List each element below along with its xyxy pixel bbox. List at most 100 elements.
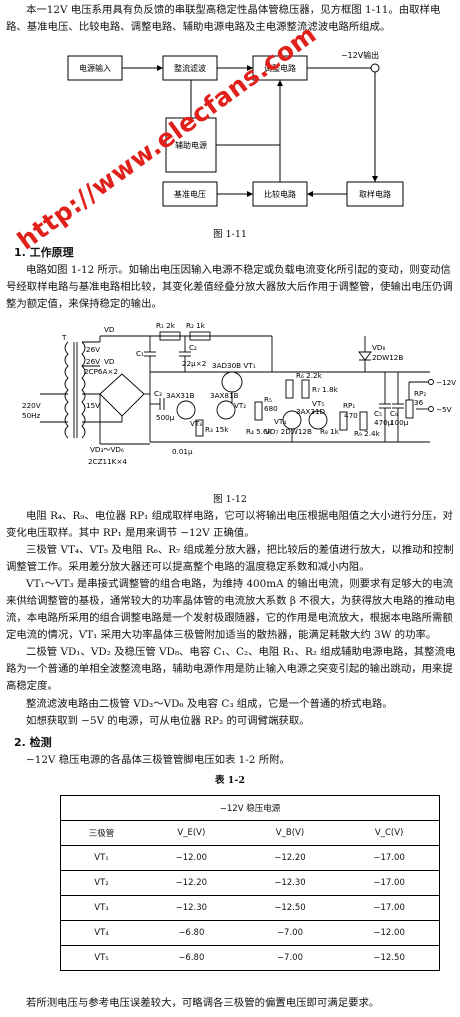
sch-q2: 3AX81B [210, 391, 239, 400]
paragraph-regulator: VT₁～VT₃ 是串接式调整管的组合电路，为维持 400mA 的输出电流，则要求… [6, 578, 456, 641]
sch-c3: C₃ [154, 389, 162, 398]
table-cell: VT₃ [60, 895, 143, 921]
table-cell: VT₅ [60, 945, 143, 971]
paragraph-principle: 电路如图 1-12 所示。如输出电压因输入电源不稳定或负载电流变化所引起的变动，… [6, 264, 453, 310]
label-power-in: 电源输入 [79, 63, 111, 73]
table-cell: VT₁ [60, 845, 143, 871]
sch-r5: R₅ [264, 395, 272, 404]
table-cell: −12.50 [339, 945, 440, 971]
sch-r3: R₃ 15k [205, 425, 229, 434]
table-cell: −12.20 [240, 845, 340, 871]
sch-v26a: 26V [86, 345, 100, 354]
sch-vd8t: 2DW12B [372, 353, 403, 362]
sch-c5: C₅ [374, 409, 382, 418]
label-sampling: 取样电路 [359, 189, 391, 199]
table-cell: −12.20 [142, 870, 241, 896]
sch-q4n: VT₄ [274, 417, 286, 426]
sch-r4: R₄ 5.6k [246, 427, 273, 436]
sch-r7: R₇ 1.8k [312, 385, 339, 394]
sch-c4: 0.01μ [172, 447, 193, 456]
sch-r5v: 680 [264, 404, 278, 413]
label-aux: 辅助电源 [175, 140, 207, 150]
sch-q2n: VT₂ [234, 401, 246, 410]
sch-c6: C₆ [390, 409, 398, 418]
figure-1-11-caption: 图 1-11 [213, 229, 247, 240]
sch-vd2: VD [104, 357, 115, 366]
section-1-heading: 1. 工作原理 [14, 246, 74, 259]
sch-vd8: VD₈ [372, 343, 385, 352]
table-cell: −6.80 [142, 945, 241, 971]
sch-r2: R₂ 1k [186, 321, 206, 330]
sch-q3n: VT₃ [190, 419, 202, 428]
section-2-heading: 2. 检测 [14, 736, 52, 749]
table-cell: −12.30 [240, 870, 340, 896]
table-row: VT₁ −12.00 −12.20 −17.00 [60, 845, 440, 871]
table-header: V_C(V) [339, 820, 440, 846]
label-output: −12V输出 [341, 50, 379, 60]
table-cell: −17.00 [339, 870, 440, 896]
block-diagram: 电源输入 整流滤波 调整电路 辅助电源 基准电压 比较电路 取样电路 −12V输… [67, 50, 404, 207]
table-cell: −17.00 [339, 845, 440, 871]
sch-r1: R₁ 2k [156, 321, 176, 330]
table-cell: VT₄ [60, 920, 143, 946]
sch-rp2v: 36 [414, 398, 424, 407]
table-header: V_B(V) [240, 820, 340, 846]
label-rectifier: 整流滤波 [174, 63, 206, 73]
table-cell: −6.80 [142, 920, 241, 946]
table-cell: −12.30 [142, 895, 241, 921]
sch-bridge-type: 2CZ11K×4 [88, 457, 127, 466]
sch-out12: −12V [436, 378, 456, 387]
table-cell: VT₂ [60, 870, 143, 896]
sch-q4: 3AX31D [296, 407, 326, 416]
figure-1-12-caption: 图 1-12 [213, 494, 247, 505]
sch-out5: −5V [436, 405, 452, 414]
sch-c2v: 22μ×2 [182, 359, 206, 368]
sch-r8: R₈ 1k [320, 427, 340, 436]
sch-v26b: 26V [86, 357, 100, 366]
sch-q1: 3AD30B VT₁ [212, 361, 256, 370]
sch-t: T [61, 333, 67, 342]
sch-q5: VT₅ [312, 399, 324, 408]
sch-vd1: VD [104, 325, 115, 334]
paragraph-sampling: 电阻 R₄、R₉、电位器 RP₁ 组成取样电路，它可以将输出电压根据电阻值之大小… [6, 510, 453, 539]
sch-q3: 3AX31B [166, 391, 195, 400]
table-cell: −7.00 [240, 945, 340, 971]
table-row: VT₄ −6.80 −7.00 −12.00 [60, 920, 440, 946]
paragraph-footer: 若所测电压与参考电压误差较大，可略调各三极管的偏置电压即可满足要求。 [26, 997, 380, 1009]
sch-c6v: 100μ [390, 418, 409, 427]
table-cell: −12.00 [339, 920, 440, 946]
sch-rp1v: 470 [344, 411, 358, 420]
table-row: VT₅ −6.80 −7.00 −12.50 [60, 945, 440, 971]
sch-vd7: VD₇ 2DW12B [265, 427, 312, 436]
table-header-row: 三极管 V_E(V) V_B(V) V_C(V) [60, 820, 440, 846]
paragraph-diff-amp: 三极管 VT₄、VT₅ 及电阻 R₆、R₇ 组成差分放大器，把比较后的差值进行放… [6, 544, 454, 573]
circuit-schematic: T 26V 26V VD VD 2CP6A×2 220V 50Hz 15V VD… [22, 321, 456, 466]
table-header: V_E(V) [142, 820, 241, 846]
sch-c1: C₁ [136, 349, 144, 358]
table-cell: −17.00 [339, 895, 440, 921]
table-row: VT₃ −12.30 −12.50 −17.00 [60, 895, 440, 921]
sch-rp1: RP₁ [343, 401, 355, 410]
sch-r9: R₉ 2.4k [354, 429, 381, 438]
paragraph-minus5v: 如想获取到 −5V 的电源，可从电位器 RP₂ 的可调臂端获取。 [26, 715, 310, 727]
table-cell: −12.50 [240, 895, 340, 921]
sch-bridge: VD₃～VD₆ [90, 445, 124, 454]
table-header: 三极管 [60, 820, 143, 846]
table-group-header: −12V 稳压电源 [60, 795, 440, 821]
table-title: 表 1-2 [215, 775, 245, 786]
sch-c5v: 470μ [374, 418, 393, 427]
sch-vd-type: 2CP6A×2 [84, 367, 118, 376]
paragraph-rectifier: 整流滤波电路由二极管 VD₃～VD₆ 及电容 C₃ 组成，它是一个普通的桥式电路… [26, 698, 393, 710]
label-compare: 比较电路 [264, 189, 296, 199]
sch-freq: 50Hz [22, 411, 41, 420]
table-row: VT₂ −12.20 −12.30 −17.00 [60, 870, 440, 896]
sch-rp2: RP₂ [414, 389, 426, 398]
table-cell: −7.00 [240, 920, 340, 946]
paragraph-aux-power: 二极管 VD₁、VD₂ 及稳压管 VD₈、电容 C₁、C₂、电阻 R₁、R₂ 组… [6, 646, 456, 692]
voltage-table: −12V 稳压电源 三极管 V_E(V) V_B(V) V_C(V) VT₁ −… [60, 795, 440, 971]
label-reference: 基准电压 [174, 189, 206, 199]
intro-paragraph: 本一12V 电压系用具有负反馈的串联型高稳定性晶体管稳压器，见方框图 1-11。… [6, 4, 441, 33]
sch-c3v: 500μ [156, 413, 175, 422]
paragraph-detection: −12V 稳压电源的各晶体三极管管脚电压如表 1-2 所附。 [26, 754, 290, 766]
sch-r6: R₆ 2.2k [296, 371, 323, 380]
